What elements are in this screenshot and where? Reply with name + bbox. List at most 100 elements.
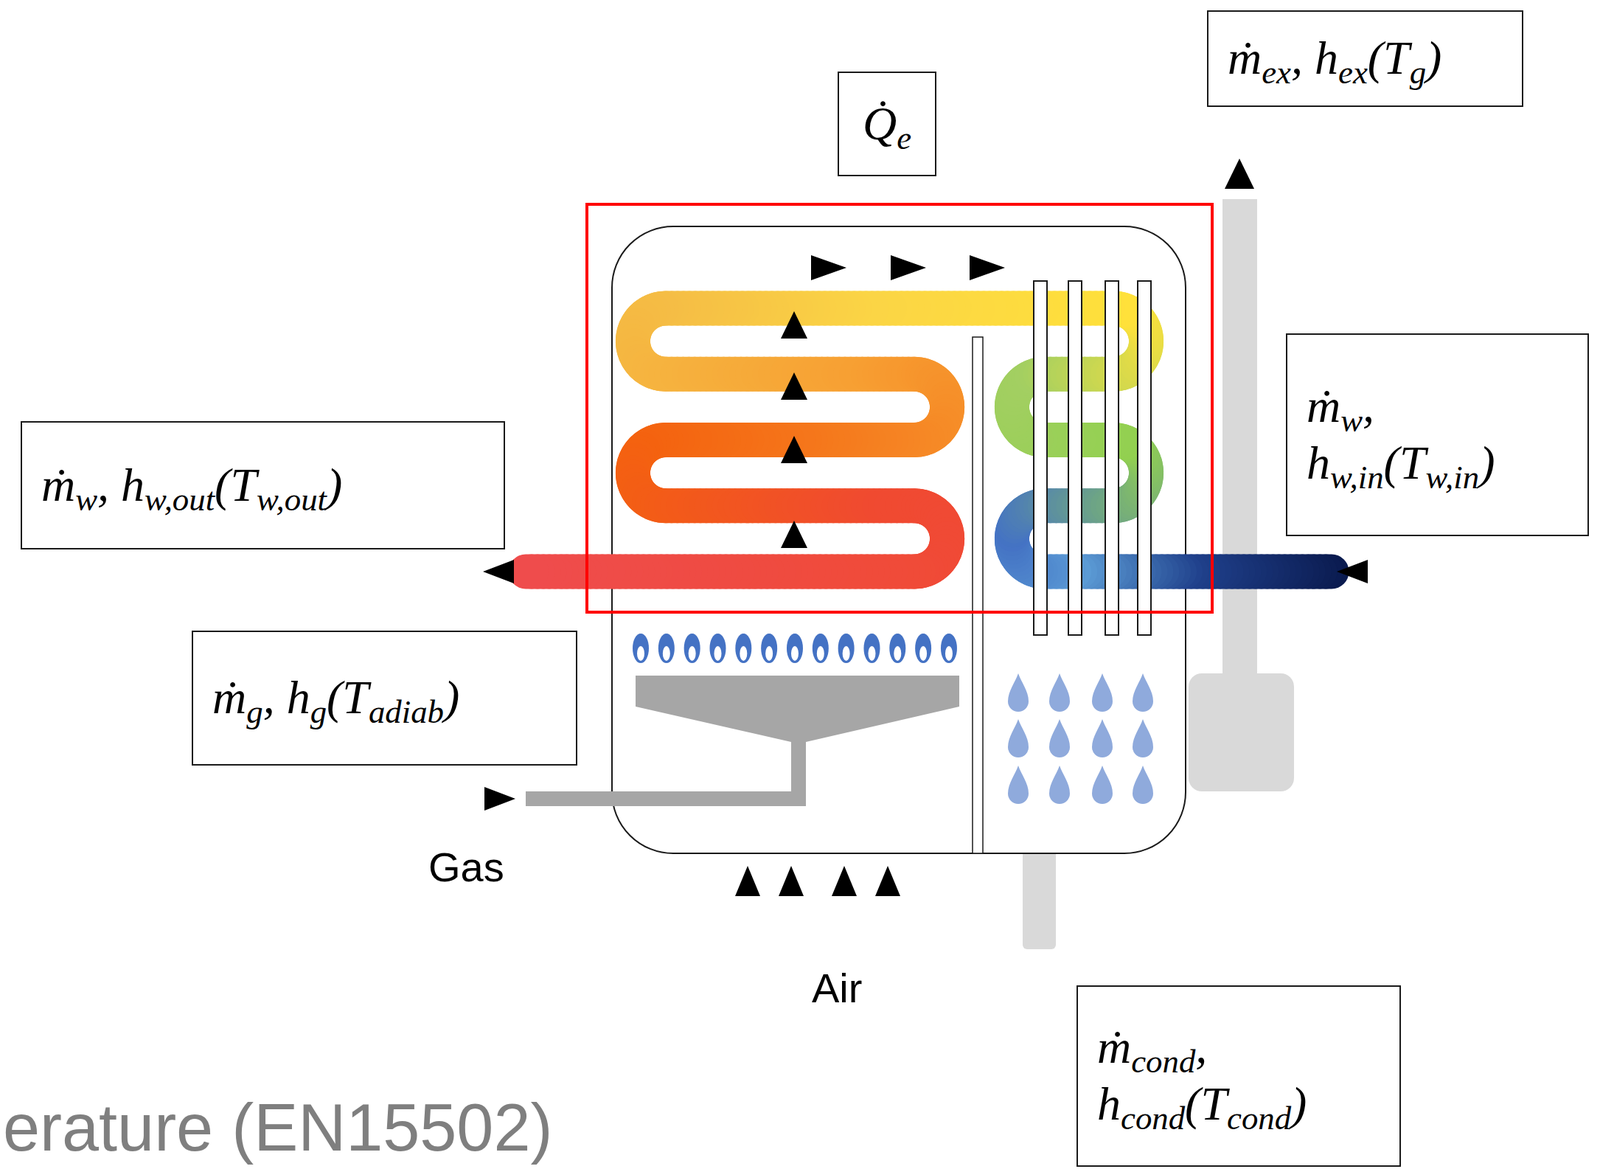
- subscript: w,out: [144, 480, 215, 517]
- gas-pipe: [525, 791, 806, 806]
- subscript: ex: [1338, 53, 1368, 91]
- flow-arrow: [482, 559, 514, 584]
- flame-core: [791, 645, 799, 661]
- symbol: (T: [1367, 31, 1410, 85]
- flame-core: [816, 645, 825, 661]
- flame-core: [867, 645, 876, 661]
- flame: [786, 633, 803, 663]
- symbol: ): [326, 458, 343, 511]
- subscript: w: [75, 480, 98, 517]
- symbol: ṁ: [212, 670, 247, 724]
- water-drop: [1049, 673, 1070, 712]
- flow-arrow: [780, 520, 808, 548]
- symbol: Q̇: [862, 97, 897, 150]
- coil-segment: [525, 554, 532, 590]
- condensate-drops: [1007, 673, 1154, 804]
- fin-tube: [1137, 280, 1151, 635]
- flow-arrow: [1336, 559, 1368, 584]
- subscript: w,in: [1330, 457, 1384, 495]
- drain-pipe: [1022, 840, 1056, 949]
- flow-arrow: [735, 865, 761, 896]
- flow-quantity: ṁw, hw,in(Tw,in): [1306, 378, 1495, 492]
- water-drop: [1132, 673, 1154, 712]
- flame: [838, 633, 855, 663]
- flow-quantity: ṁg, hg(Tadiab): [212, 669, 460, 727]
- symbol: ): [1479, 436, 1495, 489]
- subscript: adiab: [368, 693, 444, 730]
- boiler-housing: [611, 226, 1186, 854]
- flue-box: [1188, 673, 1295, 792]
- flow-quantity-box: ṁw, hw,out(Tw,out): [20, 421, 506, 550]
- symbol: ṁ: [1306, 379, 1341, 433]
- water-drop: [1132, 765, 1154, 804]
- subscript: w,out: [256, 480, 327, 517]
- flow-arrow: [484, 786, 516, 811]
- flame-core: [765, 645, 773, 661]
- inlet-label: Air: [811, 964, 862, 1012]
- flame-core: [637, 645, 645, 661]
- water-drop: [1007, 673, 1029, 712]
- subscript: w,in: [1425, 457, 1480, 495]
- flow-quantity-box: Q̇e: [837, 71, 937, 177]
- flow-arrows: [482, 158, 1368, 896]
- subscript: cond: [1120, 1099, 1185, 1137]
- symbol: ṁ: [1097, 1020, 1132, 1073]
- flow-arrow: [780, 311, 808, 339]
- flame: [709, 633, 726, 663]
- subscript: g: [1409, 53, 1426, 91]
- flow-arrow: [890, 255, 927, 281]
- water-drop: [1132, 718, 1154, 758]
- flow-arrow: [969, 255, 1005, 281]
- flames: [632, 633, 958, 663]
- flame: [684, 633, 701, 663]
- subscript: cond: [1131, 1042, 1196, 1080]
- flame-core: [662, 645, 671, 661]
- symbol: (T: [214, 458, 257, 511]
- flow-quantity: ṁcond, hcond(Tcond): [1097, 1018, 1307, 1133]
- flame-core: [713, 645, 722, 661]
- flame: [735, 633, 752, 663]
- flame-core: [739, 645, 747, 661]
- fin-tube: [1033, 280, 1048, 635]
- flow-quantity: Q̇e: [862, 95, 912, 153]
- subscript: g: [310, 693, 327, 730]
- symbol: (T: [1184, 1077, 1227, 1130]
- condenser-fins: [1033, 280, 1151, 635]
- symbol: (T: [1383, 436, 1426, 489]
- water-drop: [1007, 718, 1029, 758]
- flame: [940, 633, 958, 663]
- symbol: ): [1291, 1077, 1307, 1130]
- symbol: ): [443, 670, 460, 724]
- flame-core: [919, 645, 927, 661]
- flow-arrow: [780, 435, 808, 464]
- flame: [863, 633, 880, 663]
- control-volume: [586, 204, 1213, 612]
- water-drop: [1049, 718, 1070, 758]
- flame-core: [842, 645, 851, 661]
- flow-quantity: ṁw, hw,out(Tw,out): [41, 457, 343, 514]
- flow-arrow: [1224, 158, 1255, 189]
- flame: [658, 633, 675, 663]
- symbol: , h: [263, 670, 311, 724]
- flow-quantity-box: ṁex, hex(Tg): [1207, 10, 1524, 107]
- subscript: g: [246, 693, 263, 730]
- water-drop: [1091, 765, 1113, 804]
- flow-quantity: ṁex, hex(Tg): [1227, 30, 1442, 88]
- flame: [632, 633, 649, 663]
- flow-arrow: [780, 372, 808, 400]
- flame: [760, 633, 778, 663]
- symbol: (T: [326, 670, 369, 724]
- flow-arrow: [831, 865, 857, 896]
- subscript: w: [1340, 401, 1363, 438]
- symbol: , h: [1291, 31, 1339, 85]
- flow-arrow: [875, 865, 901, 896]
- divider-wall: [972, 336, 983, 854]
- flame-core: [688, 645, 697, 661]
- symbol: , h: [97, 458, 145, 511]
- subscript: ex: [1261, 53, 1292, 91]
- water-drop: [1091, 673, 1113, 712]
- cropped-title: erature (EN15502): [2, 1094, 553, 1161]
- fin-tube: [1068, 280, 1082, 635]
- burner: [635, 675, 960, 742]
